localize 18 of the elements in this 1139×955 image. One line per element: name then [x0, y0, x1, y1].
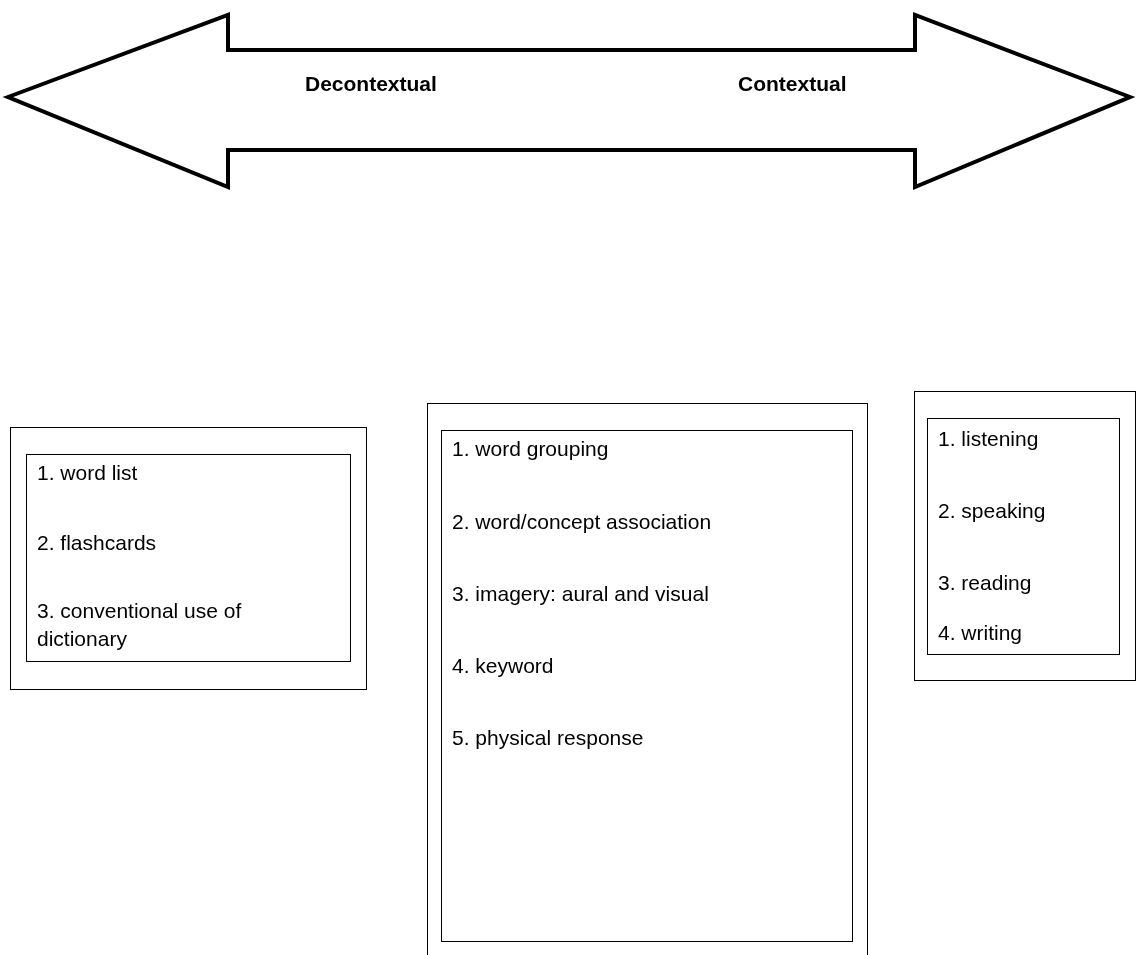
list-item: 3. imagery: aural and visual [452, 581, 710, 607]
list-box [26, 454, 351, 662]
list-item: 3. conventional use of dictionary [37, 598, 243, 652]
list-box [927, 418, 1120, 655]
list-item: 3. reading [938, 570, 1033, 596]
list-item: 2. flashcards [37, 530, 158, 556]
list-item: 2. speaking [938, 498, 1047, 524]
list-item: 4. keyword [452, 653, 555, 679]
list-item: 1. word list [37, 460, 139, 486]
list-item: 2. word/concept association [452, 509, 713, 535]
outer-frame [914, 391, 1136, 681]
list-item: 1. listening [938, 426, 1040, 452]
outer-frame [10, 427, 367, 690]
list-item: 5. physical response [452, 725, 645, 751]
list-item: 1. word grouping [452, 436, 610, 462]
list-item: 4. writing [938, 620, 1024, 646]
arrow-label: Contextual [738, 72, 847, 96]
arrow-label: Decontextual [305, 72, 437, 96]
